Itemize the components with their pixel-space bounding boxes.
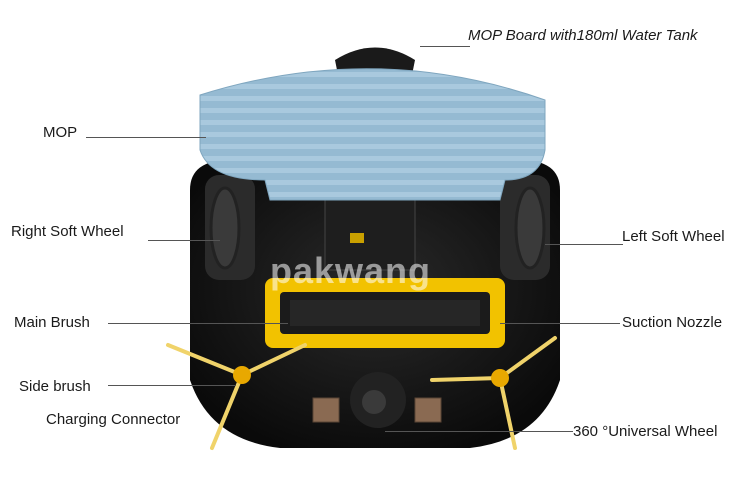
leader-right-soft-wheel	[148, 240, 220, 241]
side-brush-left	[166, 343, 307, 450]
label-suction-nozzle: Suction Nozzle	[622, 314, 723, 331]
suction-nozzle	[265, 278, 505, 348]
right-soft-wheel	[205, 175, 255, 280]
label-left-soft-wheel: Left Soft Wheel	[622, 228, 725, 245]
universal-wheel	[350, 372, 406, 428]
label-mop: MOP	[43, 124, 78, 141]
leader-universal-wheel	[385, 431, 573, 432]
spec-sticker	[324, 199, 416, 271]
label-charging-connector: Charging Connector	[46, 411, 181, 428]
label-universal-wheel: 360 °Universal Wheel	[573, 423, 718, 440]
label-right-soft-wheel: Right Soft Wheel	[11, 223, 124, 240]
leader-left-soft-wheel	[545, 244, 623, 245]
charging-connector-left	[312, 397, 340, 423]
side-brush-right	[430, 336, 557, 450]
label-mop-board: MOP Board with180ml Water Tank	[468, 27, 698, 44]
leader-suction-nozzle	[500, 323, 620, 324]
leader-side-brush	[108, 385, 236, 386]
mop-cloth	[199, 68, 546, 201]
brand-watermark: pakwang	[270, 250, 432, 291]
label-main-brush: Main Brush	[14, 314, 90, 331]
label-side-brush: Side brush	[19, 378, 91, 395]
charging-connector-right	[414, 397, 442, 423]
leader-mop-board	[420, 46, 470, 47]
leader-main-brush	[108, 323, 288, 324]
leader-mop	[86, 137, 206, 138]
left-soft-wheel	[500, 175, 550, 280]
